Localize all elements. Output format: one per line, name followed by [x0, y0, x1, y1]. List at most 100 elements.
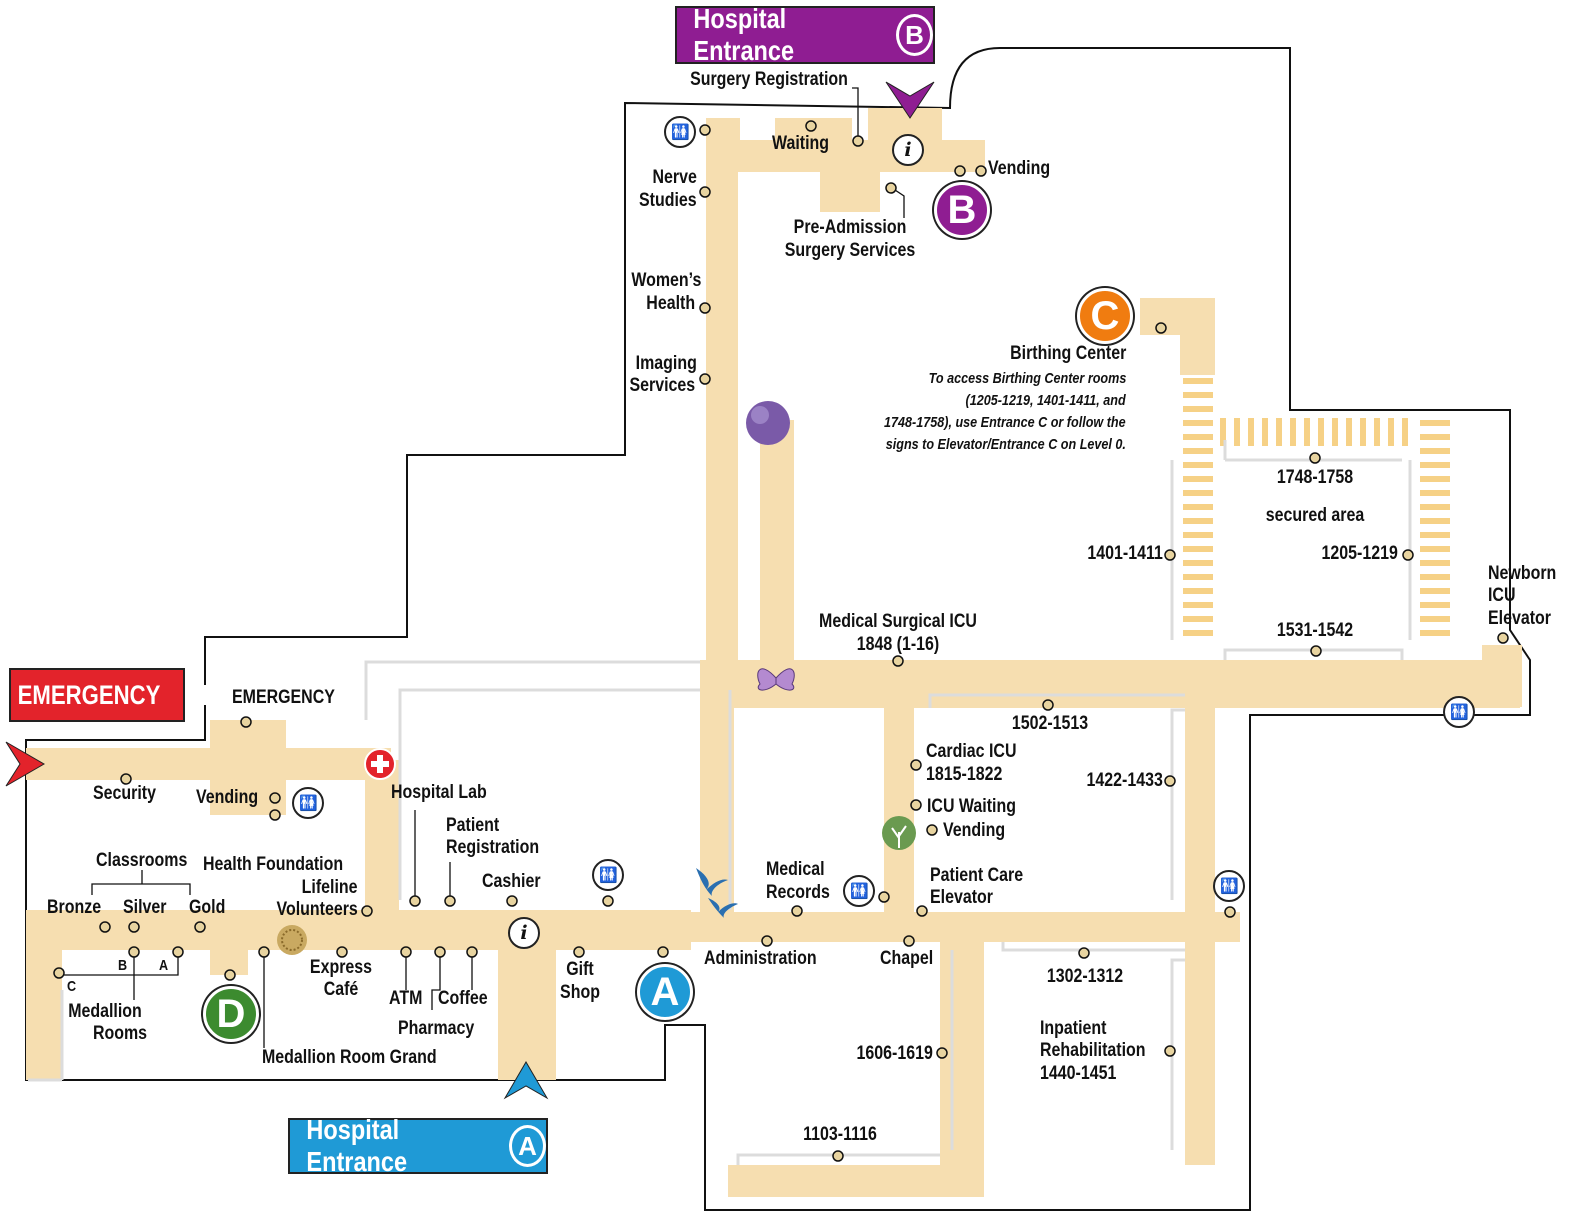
label-1502: 1502-1513 — [1011, 713, 1089, 734]
badge-a: A — [637, 964, 693, 1020]
label-1606: 1606-1619 — [856, 1043, 933, 1064]
butterfly-icon — [757, 668, 795, 691]
label-inpatient-1: Inpatient — [1040, 1018, 1107, 1039]
label-lifeline: Lifeline — [302, 877, 358, 898]
medallion-icon — [277, 925, 307, 955]
location-markers — [53, 120, 1509, 1162]
label-bronze: Bronze — [47, 897, 102, 918]
label-volunteers: Volunteers — [276, 899, 358, 920]
birthing-note-1: To access Birthing Center rooms — [928, 370, 1126, 387]
label-newborn-2: ICU — [1488, 585, 1516, 606]
label-pre-admission-1: Pre-Admission — [793, 217, 907, 238]
label-1531: 1531-1542 — [1276, 620, 1354, 641]
label-silver: Silver — [123, 897, 167, 918]
label-medical-records-1: Medical — [766, 859, 825, 880]
label-inpatient-2: Rehabilitation — [1040, 1040, 1146, 1061]
label-express-2: Café — [323, 979, 359, 1000]
label-chapel: Chapel — [880, 948, 934, 969]
label-inpatient-3: 1440-1451 — [1040, 1063, 1117, 1084]
label-1748: 1748-1758 — [1276, 467, 1354, 488]
label-atm: ATM — [389, 988, 423, 1009]
label-hospital-lab: Hospital Lab — [391, 782, 487, 803]
label-msicu-2: 1848 (1-16) — [856, 634, 940, 655]
restroom-icon: 🚻 — [1213, 870, 1245, 902]
label-1401: 1401-1411 — [1087, 543, 1163, 564]
badge-b: B — [934, 182, 990, 238]
label-medallion-2: Rooms — [92, 1023, 148, 1044]
label-imaging-2: Services — [629, 375, 695, 396]
badge-c: C — [1077, 288, 1133, 344]
label-vending-icu: Vending — [943, 820, 1006, 841]
label-pre-admission-2: Surgery Services — [784, 240, 916, 261]
label-secured-area: secured area — [1265, 505, 1365, 526]
leader-lines — [60, 87, 905, 1048]
restroom-icon: 🚻 — [592, 859, 624, 891]
label-patient-care-1: Patient Care — [930, 865, 1024, 886]
restroom-icon: 🚻 — [1443, 696, 1475, 728]
label-nerve-2: Studies — [639, 190, 697, 211]
label-cashier: Cashier — [482, 871, 541, 892]
info-icon: i — [508, 917, 540, 949]
label-patient-care-2: Elevator — [930, 887, 993, 908]
badge-d: D — [203, 986, 259, 1042]
info-icon: i — [892, 134, 924, 166]
label-medical-records-2: Records — [766, 882, 830, 903]
entrance-b-arrow — [885, 81, 935, 119]
label-express-1: Express — [309, 957, 373, 978]
entrance-a-banner: Hospital Entrance A — [288, 1114, 548, 1177]
label-gold: Gold — [189, 897, 226, 918]
label-newborn-3: Elevator — [1488, 608, 1551, 629]
building-outline — [25, 47, 1531, 1211]
label-vending-b: Vending — [988, 158, 1051, 179]
label-medallion-grand: Medallion Room Grand — [262, 1047, 437, 1068]
label-pharmacy: Pharmacy — [398, 1018, 475, 1039]
label-medallion-1: Medallion — [68, 1001, 142, 1022]
restroom-icon: 🚻 — [664, 116, 696, 148]
entrance-a-title: Hospital Entrance — [306, 1114, 408, 1177]
label-1103: 1103-1116 — [803, 1124, 877, 1145]
entrance-b-letter: B — [896, 14, 933, 56]
label-icu-waiting: ICU Waiting — [927, 796, 1016, 817]
label-waiting: Waiting — [772, 133, 830, 154]
label-1422: 1422-1433 — [1086, 770, 1163, 791]
label-surgery-registration: Surgery Registration — [690, 69, 848, 90]
label-cardiac-1: Cardiac ICU — [926, 741, 1017, 762]
label-msicu-1: Medical Surgical ICU — [819, 611, 977, 632]
label-imaging-1: Imaging — [635, 353, 697, 374]
label-gift-2: Shop — [560, 982, 600, 1003]
emergency-cross-icon — [364, 748, 396, 780]
label-birthing-center: Birthing Center — [1009, 343, 1126, 364]
label-patient-reg-1: Patient — [446, 815, 500, 836]
label-vending-er: Vending — [196, 787, 259, 808]
tree-icon — [882, 816, 916, 850]
birthing-note-3: 1748-1758), use Entrance C or follow the — [884, 414, 1126, 431]
label-cardiac-2: 1815-1822 — [926, 764, 1003, 785]
birthing-stripes — [1183, 378, 1450, 636]
emergency-sign-label: EMERGENCY — [17, 679, 161, 710]
label-1205: 1205-1219 — [1321, 543, 1398, 564]
corridors — [26, 108, 1522, 1197]
label-patient-reg-2: Registration — [446, 837, 540, 858]
entrance-b-title: Hospital Entrance — [693, 3, 795, 66]
label-health-foundation: Health Foundation — [203, 854, 344, 875]
label-1302: 1302-1312 — [1046, 966, 1124, 987]
label-classrooms: Classrooms — [96, 850, 188, 871]
label-nerve-1: Nerve — [652, 167, 697, 188]
cross-icon — [186, 677, 215, 713]
restroom-icon: 🚻 — [843, 875, 875, 907]
label-gift-1: Gift — [566, 959, 594, 980]
purple-orb-icon — [746, 401, 790, 445]
birthing-note-2: (1205-1219, 1401-1411, and — [965, 392, 1126, 409]
label-room-a: A — [159, 957, 169, 974]
birds-icon — [696, 868, 738, 918]
entrance-a-letter: A — [509, 1125, 546, 1167]
label-emergency: EMERGENCY — [232, 687, 335, 708]
emergency-entrance-arrow — [5, 741, 45, 787]
label-room-b: B — [118, 957, 128, 974]
entrance-a-arrow — [503, 1061, 549, 1100]
birthing-note-4: signs to Elevator/Entrance C on Level 0. — [885, 436, 1126, 453]
label-womens-1: Women’s — [630, 270, 701, 291]
entrance-b-banner: Hospital Entrance B — [675, 3, 935, 66]
label-womens-2: Health — [646, 293, 695, 314]
